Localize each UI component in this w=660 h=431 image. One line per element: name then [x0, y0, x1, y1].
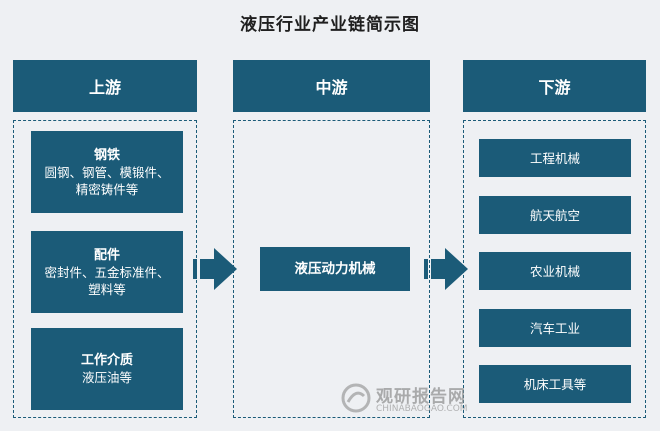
downstream-box: 机床工具等 [479, 365, 631, 403]
upstream-header: 上游 [13, 60, 197, 112]
downstream-box: 汽车工业 [479, 309, 631, 347]
watermark: 观研报告网 CHINABAOGAO.COM [340, 380, 520, 420]
downstream-header: 下游 [463, 60, 646, 112]
downstream-box: 工程机械 [479, 139, 631, 177]
arrow-right-icon [193, 248, 237, 290]
downstream-box: 农业机械 [479, 252, 631, 290]
downstream-box-label: 农业机械 [529, 263, 580, 279]
downstream-box-label: 机床工具等 [523, 376, 587, 392]
watermark-name: 观研报告网 [376, 387, 466, 407]
watermark-url: CHINABAOGAO.COM [376, 404, 468, 414]
downstream-box: 航天航空 [479, 196, 631, 234]
downstream-box-label: 汽车工业 [529, 320, 580, 336]
upstream-box-line: 密封件、五金标准件、 [44, 264, 170, 280]
upstream-box-medium: 工作介质 液压油等 [31, 328, 183, 410]
upstream-box-line: 塑料等 [88, 281, 126, 297]
midstream-header: 中游 [233, 60, 430, 112]
arrow-right-icon [424, 248, 468, 290]
midstream-box-title: 液压动力机械 [294, 260, 376, 277]
downstream-box-label: 工程机械 [529, 150, 580, 166]
upstream-box-title: 工作介质 [80, 353, 133, 368]
diagram-title: 液压行业产业链简示图 [240, 15, 420, 35]
upstream-box-line: 精密铸件等 [75, 181, 139, 197]
midstream-box-hydraulic-power: 液压动力机械 [260, 247, 410, 291]
watermark-logo-icon [341, 383, 371, 413]
upstream-box-title: 钢铁 [93, 147, 120, 163]
upstream-box-line: 圆钢、钢管、模锻件、 [44, 164, 170, 180]
downstream-box-label: 航天航空 [529, 207, 580, 223]
upstream-box-steel: 钢铁 圆钢、钢管、模锻件、 精密铸件等 [31, 131, 183, 213]
upstream-box-parts: 配件 密封件、五金标准件、 塑料等 [31, 231, 183, 313]
upstream-box-title: 配件 [93, 247, 120, 263]
upstream-box-line: 液压油等 [81, 370, 132, 385]
